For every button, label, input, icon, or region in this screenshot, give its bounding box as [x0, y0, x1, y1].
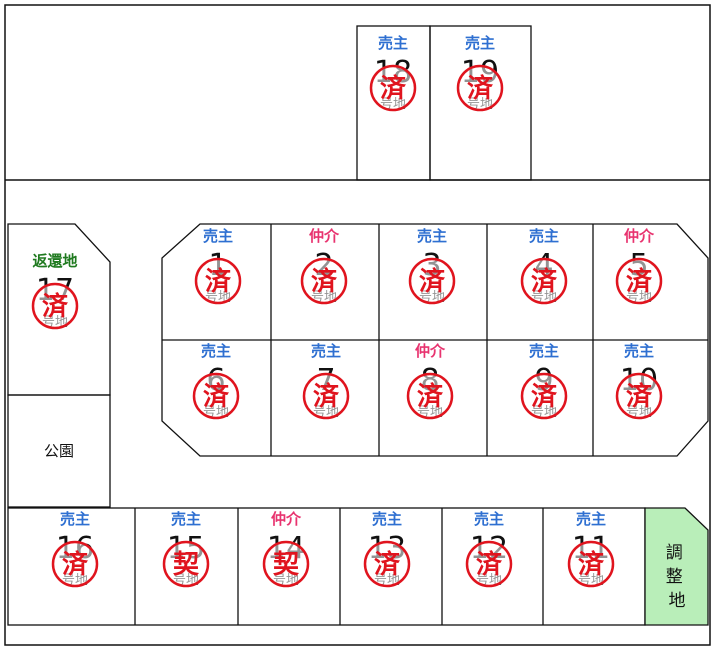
status-stamp: 済	[419, 266, 446, 297]
stamp-circle	[406, 372, 454, 420]
status-stamp: 済	[203, 381, 230, 412]
stamp-circle	[363, 540, 411, 588]
stamp-circle	[192, 372, 240, 420]
adjust-land-label: 調 整 地	[666, 543, 688, 611]
lot-role-label: 仲介	[309, 227, 340, 245]
status-stamp: 済	[476, 549, 503, 580]
lot-role-label: 返還地	[32, 252, 77, 270]
stamp-circle	[194, 257, 242, 305]
status-stamp: 済	[578, 549, 605, 580]
status-stamp: 済	[374, 549, 401, 580]
lot-4: 売主4号地済	[520, 227, 568, 305]
map-frame	[4, 4, 711, 646]
status-stamp: 済	[313, 381, 340, 412]
lot-18: 売主18号地済	[369, 34, 417, 112]
status-stamp: 済	[311, 266, 338, 297]
lot-17-outline	[7, 223, 111, 396]
stamp-circle	[262, 540, 310, 588]
lot-13: 売主13号地済	[363, 510, 411, 588]
lot-16: 売主16号地済	[51, 510, 99, 588]
lot-role-label: 売主	[201, 342, 231, 360]
lot-role-label: 売主	[474, 510, 504, 528]
status-stamp: 済	[380, 73, 407, 104]
stamp-circle	[456, 64, 504, 112]
lot-role-label: 仲介	[415, 342, 446, 360]
status-stamp: 契	[172, 550, 200, 580]
lot-role-label: 売主	[465, 34, 495, 52]
lot-3: 売主3号地済	[408, 227, 456, 305]
stamp-circle	[520, 372, 568, 420]
center-block-outline	[161, 223, 709, 457]
status-stamp: 済	[626, 381, 653, 412]
status-stamp: 済	[42, 291, 69, 322]
status-stamp: 済	[626, 266, 653, 297]
lot-role-label: 売主	[171, 510, 201, 528]
status-stamp: 済	[417, 381, 444, 412]
lot-role-label: 売主	[203, 227, 233, 245]
lot-19: 売主19号地済	[456, 34, 504, 112]
status-stamp: 済	[467, 73, 494, 104]
lot-14: 仲介14号地契	[262, 510, 310, 588]
lot-role-label: 売主	[311, 342, 341, 360]
lot-7: 売主7号地済	[302, 342, 350, 420]
lots-layer: 売主18号地済売主19号地済返還地17号地済 売主1号地済 仲介2号地済 売主3号地済…	[31, 34, 663, 588]
lot-role-label: 仲介	[624, 227, 655, 245]
stamp-circle	[369, 64, 417, 112]
lot-2: 仲介2号地済	[300, 227, 348, 305]
lot-6: 売主6号地済	[192, 342, 240, 420]
status-stamp: 済	[531, 381, 558, 412]
lot-1: 売主1号地済	[194, 227, 242, 305]
lot-role-label: 売主	[372, 510, 402, 528]
park-label: 公園	[44, 442, 74, 460]
lot-19-outline	[429, 25, 532, 181]
lot-12: 売主12号地済	[465, 510, 513, 588]
adjust-land	[644, 507, 709, 626]
lot-role-label: 売主	[529, 227, 559, 245]
stamp-circle	[300, 257, 348, 305]
lot-11: 売主11号地済	[567, 510, 615, 588]
stamp-circle	[51, 540, 99, 588]
lot-role-label: 売主	[417, 227, 447, 245]
stamp-circle	[615, 372, 663, 420]
lot-10: 売主10号地済	[615, 342, 663, 420]
lot-9: 売主9号地済	[520, 342, 568, 420]
lot-role-label: 仲介	[271, 510, 302, 528]
status-stamp: 済	[205, 266, 232, 297]
lot-8: 仲介8号地済	[406, 342, 454, 420]
status-stamp: 済	[531, 266, 558, 297]
lot-role-label: 売主	[576, 510, 606, 528]
stamp-circle	[408, 257, 456, 305]
lot-role-label: 売主	[378, 34, 408, 52]
status-stamp: 済	[62, 549, 89, 580]
stamp-circle	[31, 282, 79, 330]
lot-role-label: 売主	[624, 342, 654, 360]
lot-17: 返還地17号地済	[31, 252, 79, 330]
stamp-circle	[162, 540, 210, 588]
lot-5: 仲介5号地済	[615, 227, 663, 305]
stamp-circle	[567, 540, 615, 588]
stamp-circle	[520, 257, 568, 305]
park-outline	[7, 394, 111, 508]
status-stamp: 契	[272, 550, 300, 580]
lot-role-label: 売主	[60, 510, 90, 528]
stamp-circle	[302, 372, 350, 420]
lot-15: 売主15号地契	[162, 510, 210, 588]
stamp-circle	[615, 257, 663, 305]
bottom-row-outline	[7, 507, 646, 626]
stamp-circle	[465, 540, 513, 588]
lot-role-label: 売主	[529, 342, 559, 360]
